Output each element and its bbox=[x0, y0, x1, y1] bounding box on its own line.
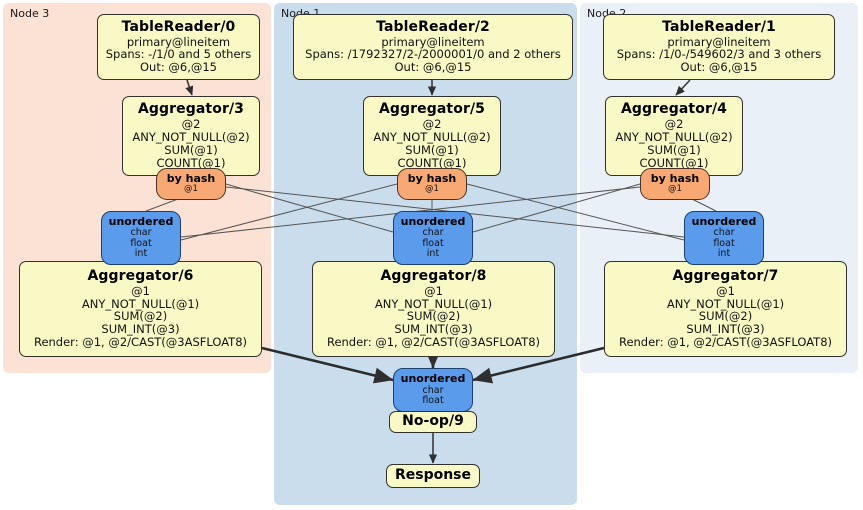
cluster-label-node3: Node 3 bbox=[10, 7, 50, 20]
node-hash1[interactable]: by hash@1 bbox=[397, 168, 467, 200]
node-detail-line: @2 bbox=[181, 117, 201, 132]
node-hash2[interactable]: by hash@1 bbox=[640, 168, 710, 200]
node-detail-line: @2 bbox=[664, 117, 684, 132]
node-title: Response bbox=[394, 467, 472, 484]
node-detail-line: Spans: /1792327/2-/2000001/0 and 2 other… bbox=[305, 47, 561, 62]
node-title: TableReader/0 bbox=[121, 18, 236, 35]
node-detail-line: Spans: -/1/0 and 5 others bbox=[105, 47, 252, 62]
node-detail-line: @1 bbox=[131, 283, 150, 298]
node-detail-line: ANY_NOT_NULL(@1) bbox=[666, 296, 785, 311]
node-title: Aggregator/6 bbox=[87, 267, 194, 284]
node-detail-line: primary@lineitem bbox=[126, 34, 231, 49]
node-response[interactable]: Response bbox=[386, 464, 480, 488]
node-detail-line: Spans: /1/0-/549602/3 and 3 others bbox=[616, 47, 822, 62]
node-detail-line: int bbox=[134, 248, 148, 260]
node-title: unordered bbox=[108, 214, 174, 228]
node-detail-line: float bbox=[130, 237, 152, 249]
node-detail-line: float bbox=[422, 395, 444, 407]
node-detail-line: SUM(@1) bbox=[164, 142, 218, 157]
node-detail-line: ANY_NOT_NULL(@2) bbox=[373, 129, 491, 144]
node-detail-line: COUNT(@1) bbox=[397, 155, 467, 170]
node-title: TableReader/1 bbox=[662, 18, 776, 35]
node-detail-line: SUM(@1) bbox=[405, 142, 459, 157]
node-detail-line: char bbox=[713, 227, 735, 239]
node-title: unordered bbox=[400, 372, 466, 386]
node-detail-line: @1 bbox=[668, 184, 682, 195]
node-detail-line: @2 bbox=[422, 117, 442, 132]
node-title: Aggregator/4 bbox=[620, 101, 727, 118]
node-detail-line: SUM(@2) bbox=[698, 309, 753, 324]
node-detail-line: @1 bbox=[184, 184, 198, 195]
node-title: by hash bbox=[650, 172, 700, 186]
node-detail-line: Render: @1, @2/CAST(@3ASFLOAT8) bbox=[33, 335, 248, 350]
node-detail-line: COUNT(@1) bbox=[156, 155, 226, 170]
node-detail-line: primary@lineitem bbox=[381, 34, 485, 49]
node-detail-line: ANY_NOT_NULL(@1) bbox=[81, 296, 200, 311]
node-detail-line: ANY_NOT_NULL(@2) bbox=[615, 129, 733, 144]
node-detail-line: SUM(@2) bbox=[406, 309, 461, 324]
node-detail-line: COUNT(@1) bbox=[639, 155, 709, 170]
node-detail-line: SUM(@1) bbox=[647, 142, 701, 157]
node-title: by hash bbox=[166, 172, 216, 186]
node-title: Aggregator/3 bbox=[137, 101, 244, 118]
node-detail-line: SUM_INT(@3) bbox=[394, 322, 473, 337]
node-detail-line: char bbox=[422, 384, 444, 396]
node-detail-line: float bbox=[713, 237, 735, 249]
node-detail-line: Render: @1, @2/CAST(@3ASFLOAT8) bbox=[326, 335, 541, 350]
node-title: Aggregator/8 bbox=[380, 267, 487, 284]
node-detail-line: Render: @1, @2/CAST(@3ASFLOAT8) bbox=[618, 335, 833, 350]
node-detail-line: ANY_NOT_NULL(@1) bbox=[374, 296, 493, 311]
node-title: Aggregator/5 bbox=[378, 101, 485, 118]
node-title: by hash bbox=[407, 172, 457, 186]
node-title: Aggregator/7 bbox=[672, 267, 779, 284]
node-detail-line: SUM(@2) bbox=[113, 309, 168, 324]
node-detail-line: char bbox=[130, 227, 152, 239]
node-detail-line: int bbox=[426, 248, 440, 260]
node-detail-line: float bbox=[422, 237, 444, 249]
node-hash3[interactable]: by hash@1 bbox=[156, 168, 226, 200]
node-detail-line: Out: @6,@15 bbox=[394, 60, 472, 75]
node-detail-line: primary@lineitem bbox=[667, 34, 771, 49]
node-noop9[interactable]: No-op/9 bbox=[389, 411, 477, 433]
node-title: TableReader/2 bbox=[376, 18, 490, 35]
node-title: No-op/9 bbox=[402, 413, 464, 430]
node-detail-line: Out: @6,@15 bbox=[140, 60, 217, 75]
node-detail-line: ANY_NOT_NULL(@2) bbox=[132, 129, 250, 144]
node-detail-line: @1 bbox=[424, 283, 443, 298]
node-detail-line: @1 bbox=[716, 283, 735, 298]
node-detail-line: @1 bbox=[425, 184, 439, 195]
node-detail-line: Out: @6,@15 bbox=[680, 60, 758, 75]
node-detail-line: SUM_INT(@3) bbox=[686, 322, 765, 337]
node-detail-line: int bbox=[717, 248, 731, 260]
node-detail-line: SUM_INT(@3) bbox=[101, 322, 180, 337]
node-title: unordered bbox=[691, 214, 757, 228]
